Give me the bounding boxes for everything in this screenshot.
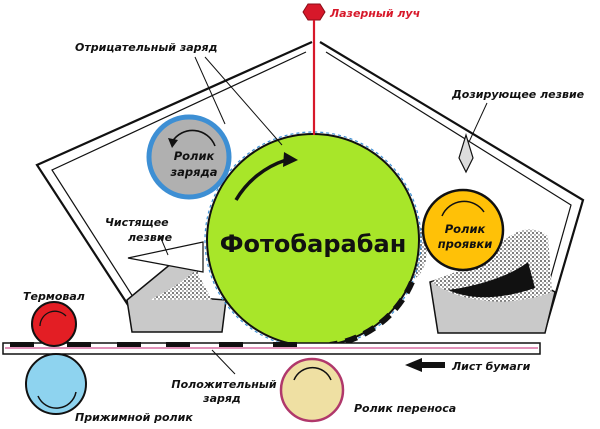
paper-direction-arrow-icon (405, 358, 445, 372)
dosing-blade-label: Дозирующее лезвие (451, 88, 585, 101)
negative-charge-pointer-roller (194, 56, 226, 125)
transfer-roller-label: Ролик переноса (354, 402, 456, 415)
paper-toner-dash (67, 342, 91, 347)
cleaning-blade-label-1: Чистящее (105, 216, 169, 229)
positive-charge-pointer (211, 349, 236, 375)
dosing-blade-pointer (468, 102, 488, 143)
paper-toner-dash (273, 342, 297, 347)
laser-emitter-icon (302, 3, 326, 21)
developer-toner-dark (448, 262, 535, 298)
cleaning-blade-pointer (159, 235, 169, 256)
charge-roller-label-2: заряда (169, 165, 217, 179)
pressure-rotation-arrow-icon (37, 391, 77, 409)
negative-charge-pointer-drum (204, 56, 283, 146)
paper-toner-dash (166, 342, 190, 347)
positive-charge-label-2: заряд (202, 392, 241, 405)
paper-toner-dash (219, 342, 243, 347)
charge-roller-arrowhead-icon (168, 138, 178, 148)
dosing-blade (458, 132, 474, 174)
paper-toner-dash (10, 342, 34, 347)
paper-label: Лист бумаги (451, 360, 531, 373)
positive-charge-label-1: Положительный (171, 378, 276, 391)
drum-rotation-arrowhead-icon (283, 152, 298, 167)
charge-roller-rotation-arrow-icon (171, 129, 216, 147)
charge-roller-label-1: Ролик (174, 149, 216, 163)
laser-label: Лазерный луч (329, 7, 420, 20)
negative-charge-label: Отрицательный заряд (75, 41, 218, 54)
transfer-rotation-arrow-icon (293, 366, 332, 381)
paper-toner-dash (117, 342, 141, 347)
developer-roller-label-2: проявки (438, 237, 493, 251)
pressure-roller (25, 353, 87, 415)
developer-roller-rotation-arrow-icon (441, 200, 485, 217)
drum-label: Фотобарабан (220, 230, 407, 258)
fuser-label: Термовал (23, 290, 85, 303)
cleaning-blade-label-2: лезвие (128, 231, 173, 244)
fuser-roller (31, 301, 77, 347)
developer-roller-label-1: Ролик (445, 222, 487, 236)
pressure-roller-label: Прижимной ролик (75, 411, 193, 424)
waste-toner (150, 270, 212, 300)
left-housing-inner (51, 51, 307, 301)
drum-rotation-arrow-icon (234, 158, 287, 201)
fuser-rotation-arrow-icon (39, 310, 67, 327)
